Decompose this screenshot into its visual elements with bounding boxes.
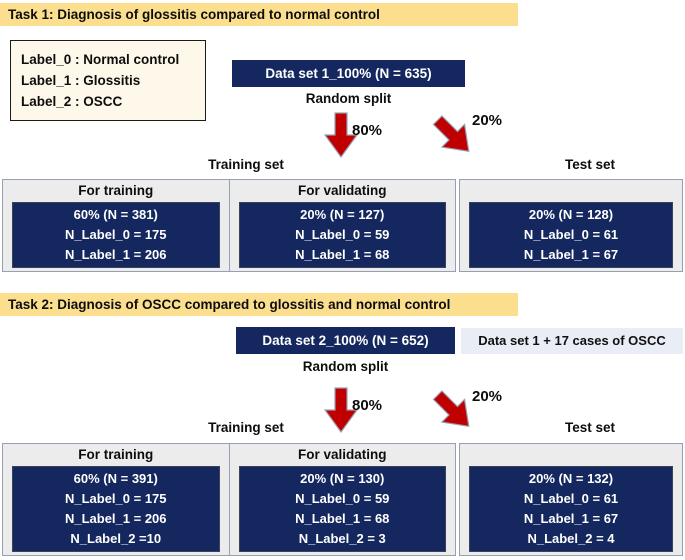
label-legend-box: Label_0 : Normal control Label_1 : Gloss… [10, 40, 206, 121]
stat-line: 20% (N = 130) [300, 471, 385, 486]
task1-pct80-label: 80% [352, 122, 383, 139]
stat-line: N_Label_1 = 67 [523, 247, 619, 262]
stat-line: N_Label_1 = 67 [523, 511, 619, 526]
task1-test-set-label: Test set [564, 157, 616, 172]
stat-line: N_Label_1 = 68 [295, 511, 390, 526]
stat-line: N_Label_0 = 59 [295, 227, 390, 242]
stat-line: N_Label_2 = 4 [527, 531, 615, 546]
task1-down-arrow-icon [323, 112, 359, 163]
task2-dataset-note-box: Data set 1 + 17 cases of OSCC [461, 328, 683, 354]
stat-line: N_Label_0 = 61 [523, 227, 619, 242]
task2-pct80-label: 80% [352, 397, 383, 414]
task1-test-stats: 20% (N = 128) N_Label_0 = 61 N_Label_1 =… [469, 202, 673, 268]
task2-test-cell: 20% (N = 132) N_Label_0 = 61 N_Label_1 =… [460, 444, 682, 555]
task2-down-arrow-icon [323, 387, 359, 438]
task1-test-container: 20% (N = 128) N_Label_0 = 61 N_Label_1 =… [459, 179, 683, 272]
task2-for-training-header: For training [78, 447, 154, 462]
task1-diagonal-arrow-icon [425, 107, 485, 167]
task1-for-training-cell: For training 60% (N = 381) N_Label_0 = 1… [3, 180, 230, 271]
stat-line: N_Label_1 = 68 [295, 247, 390, 262]
task1-training-set-label: Training set [208, 157, 284, 172]
stat-line: N_Label_2 =10 [70, 531, 162, 546]
task1-test-cell: 20% (N = 128) N_Label_0 = 61 N_Label_1 =… [460, 180, 682, 271]
task2-test-stats: 20% (N = 132) N_Label_0 = 61 N_Label_1 =… [469, 466, 673, 552]
task2-diagonal-arrow-icon [425, 382, 485, 442]
task2-for-training-stats: 60% (N = 391) N_Label_0 = 175 N_Label_1 … [12, 466, 220, 552]
stat-line: 20% (N = 128) [528, 207, 614, 222]
stat-line: N_Label_0 = 175 [64, 491, 167, 506]
stat-line: N_Label_2 = 3 [298, 531, 386, 546]
stat-line: 20% (N = 127) [300, 207, 385, 222]
task2-title-bar: Task 2: Diagnosis of OSCC compared to gl… [0, 293, 518, 316]
stat-line: N_Label_0 = 59 [295, 491, 390, 506]
stat-line: N_Label_1 = 206 [64, 247, 167, 262]
task1-for-validating-header: For validating [297, 183, 387, 198]
task2-for-validating-header: For validating [297, 447, 387, 462]
task2-for-training-cell: For training 60% (N = 391) N_Label_0 = 1… [3, 444, 230, 555]
legend-line-2: Label_2 : OSCC [21, 94, 123, 109]
stat-line: 20% (N = 132) [528, 471, 614, 486]
task1-for-training-header: For training [78, 183, 154, 198]
stat-line: N_Label_1 = 206 [64, 511, 167, 526]
task1-training-container: For training 60% (N = 381) N_Label_0 = 1… [2, 179, 456, 272]
task2-training-set-label: Training set [208, 420, 284, 435]
task2-for-validating-stats: 20% (N = 130) N_Label_0 = 59 N_Label_1 =… [238, 466, 446, 552]
task2-for-validating-cell: For validating 20% (N = 130) N_Label_0 =… [230, 444, 456, 555]
stat-line: N_Label_0 = 61 [523, 491, 619, 506]
stat-line: 60% (N = 391) [73, 471, 158, 486]
task1-for-validating-cell: For validating 20% (N = 127) N_Label_0 =… [230, 180, 456, 271]
stat-line: 60% (N = 381) [73, 207, 158, 222]
task2-random-split-label: Random split [302, 359, 389, 374]
task1-for-training-stats: 60% (N = 381) N_Label_0 = 175 N_Label_1 … [12, 202, 220, 268]
task1-dataset-box: Data set 1_100% (N = 635) [232, 60, 465, 87]
task2-test-set-label: Test set [564, 420, 616, 435]
task2-training-container: For training 60% (N = 391) N_Label_0 = 1… [2, 443, 456, 556]
stat-line: N_Label_0 = 175 [64, 227, 167, 242]
legend-line-0: Label_0 : Normal control [21, 52, 180, 67]
task1-random-split-label: Random split [305, 91, 392, 106]
task1-title-bar: Task 1: Diagnosis of glossitis compared … [0, 3, 518, 26]
task2-test-container: 20% (N = 132) N_Label_0 = 61 N_Label_1 =… [459, 443, 683, 556]
task1-for-validating-stats: 20% (N = 127) N_Label_0 = 59 N_Label_1 =… [238, 202, 446, 268]
task2-pct20-label: 20% [472, 388, 503, 405]
legend-line-1: Label_1 : Glossitis [21, 73, 141, 88]
task2-dataset-box: Data set 2_100% (N = 652) [236, 327, 455, 354]
task1-pct20-label: 20% [472, 112, 503, 129]
